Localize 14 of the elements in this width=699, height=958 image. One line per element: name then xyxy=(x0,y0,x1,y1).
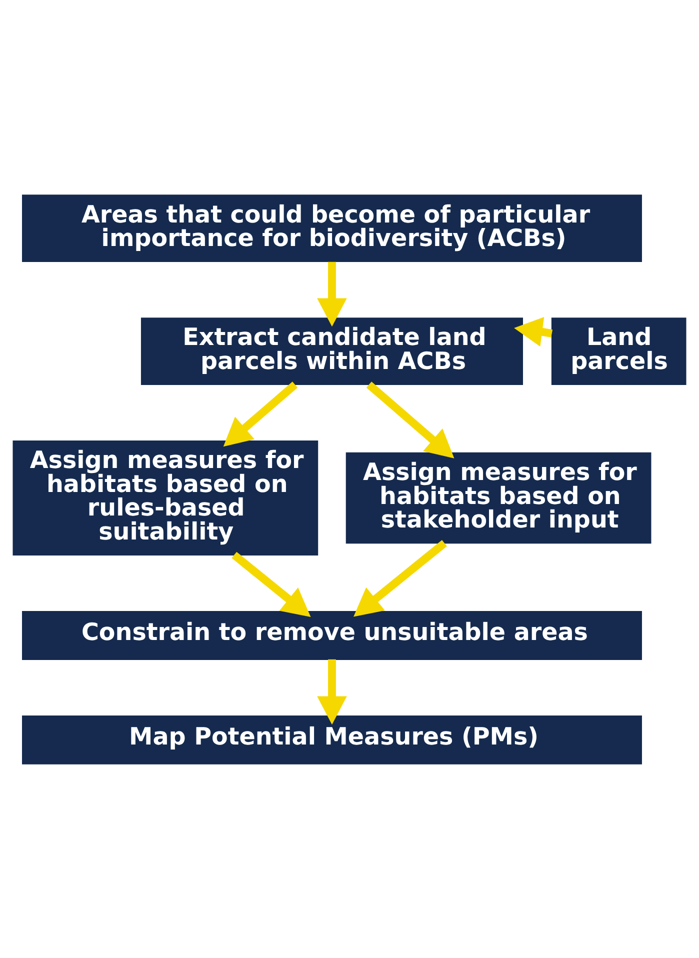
arrow xyxy=(317,658,347,724)
node-box: Extract candidate land parcels within ACBs xyxy=(140,317,523,384)
arrow xyxy=(514,316,553,346)
arrow xyxy=(317,261,347,326)
node-box: Constrain to remove unsuitable areas xyxy=(22,610,642,660)
node-box: Assign measures for habitats based on rules-based suitability xyxy=(12,440,318,555)
node-box: Land parcels xyxy=(551,317,686,384)
node-box: Areas that could become of particular importance for biodiversity (ACBs) xyxy=(22,194,642,262)
arrow xyxy=(354,540,447,616)
arrow xyxy=(232,551,311,616)
arrow xyxy=(223,381,298,446)
node-box: Assign measures for habitats based on stakeholder input xyxy=(346,452,652,544)
arrow xyxy=(366,381,454,458)
node-box: Map Potential Measures (PMs) xyxy=(22,714,642,764)
